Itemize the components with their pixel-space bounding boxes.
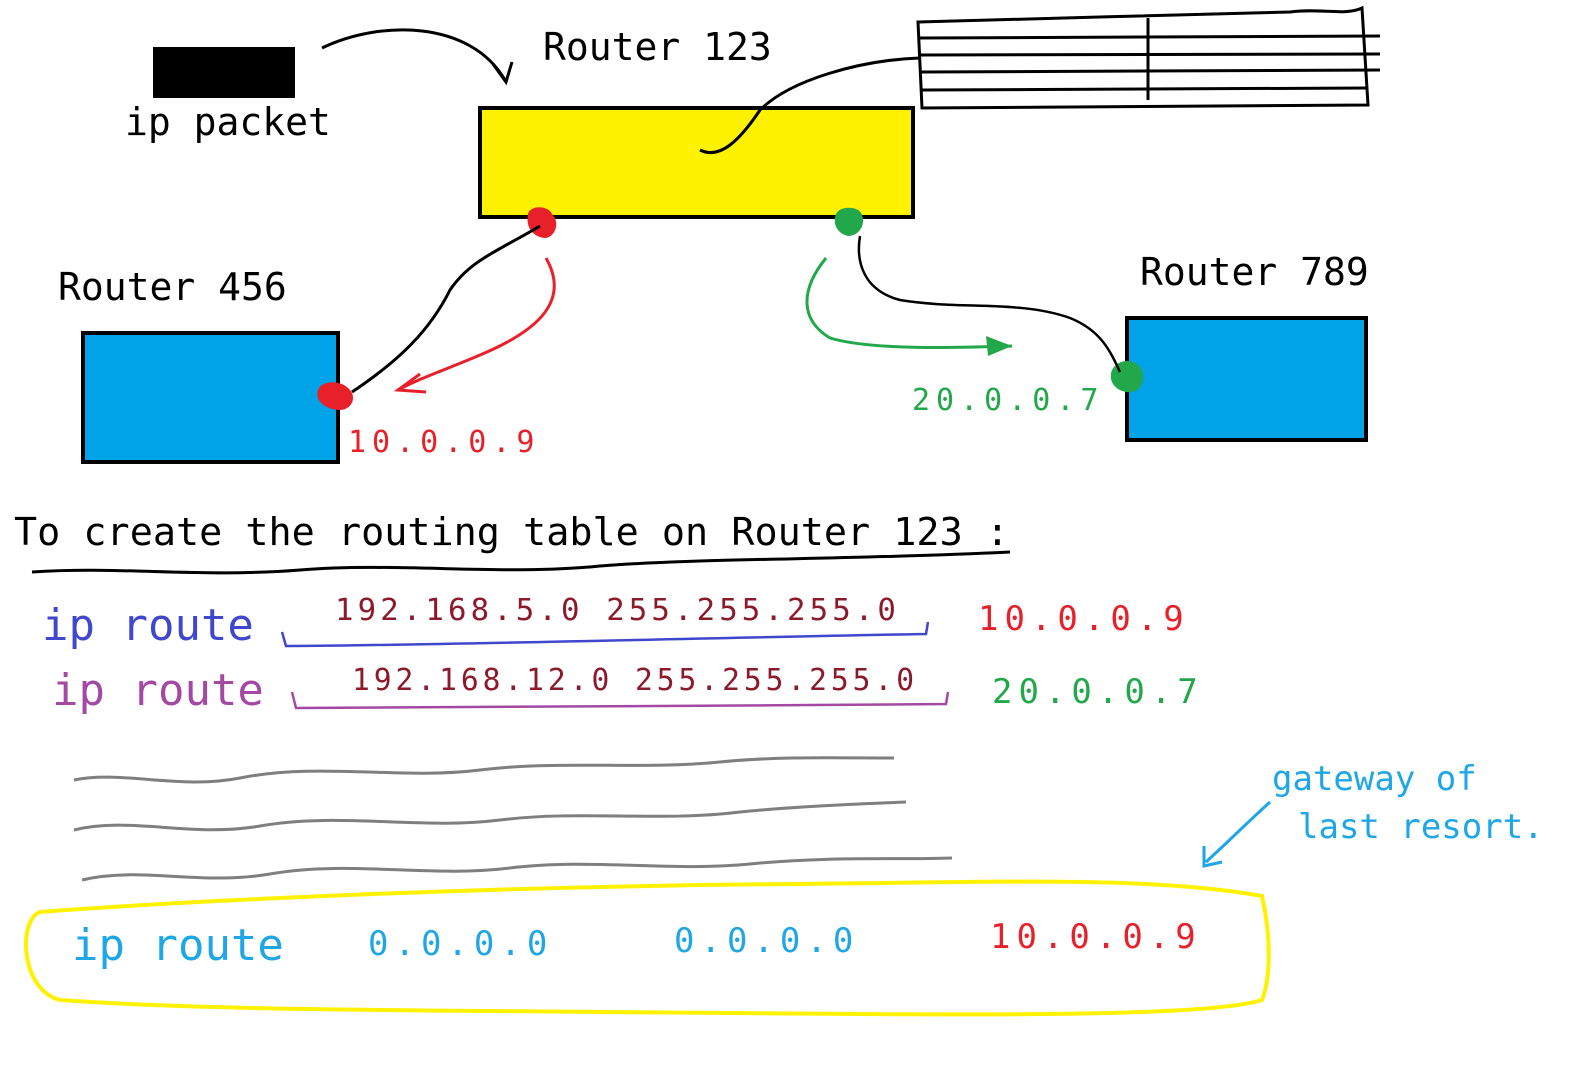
route-2-cmd: ip route bbox=[52, 665, 264, 716]
table-link-line bbox=[699, 56, 921, 155]
route-1-bracket bbox=[280, 621, 930, 648]
left-interface-ip: 10.0.0.9 bbox=[348, 425, 541, 460]
red-interface-left bbox=[317, 382, 354, 410]
route-2-bracket bbox=[290, 691, 950, 710]
green-interface-right bbox=[1110, 361, 1144, 393]
green-flow-arrow bbox=[805, 257, 1013, 350]
default-route-mask: 0.0.0.0 bbox=[674, 921, 859, 961]
packet-arrow bbox=[321, 28, 507, 81]
gateway-note-line1: gateway of bbox=[1272, 759, 1477, 799]
red-flow-arrow-head bbox=[393, 372, 427, 394]
red-flow-arrow bbox=[397, 257, 556, 392]
router-main-label: Router 123 bbox=[543, 25, 772, 69]
ip-packet-label: ip packet bbox=[125, 100, 331, 144]
default-route-network: 0.0.0.0 bbox=[368, 924, 553, 964]
route-1-gateway: 10.0.0.9 bbox=[978, 599, 1190, 639]
router-main bbox=[478, 106, 915, 219]
default-route-cmd: ip route bbox=[72, 920, 284, 971]
green-flow-arrow-head bbox=[986, 336, 1012, 356]
link-123-456 bbox=[351, 224, 541, 394]
gateway-note-line2: last resort. bbox=[1298, 807, 1544, 847]
gateway-note-arrow bbox=[1204, 800, 1272, 864]
routing-table-sketch bbox=[916, 5, 1381, 110]
router-left bbox=[81, 331, 340, 464]
default-route-outline bbox=[24, 879, 1271, 1017]
router-left-label: Router 456 bbox=[58, 265, 287, 309]
router-right bbox=[1125, 316, 1368, 442]
routing-table-heading: To create the routing table on Router 12… bbox=[14, 510, 1009, 554]
route-1-network: 192.168.5.0 255.255.255.0 bbox=[335, 593, 900, 628]
heading-underline bbox=[31, 550, 1011, 575]
green-interface-top bbox=[834, 207, 864, 236]
ip-packet bbox=[153, 47, 295, 98]
placeholder-routes bbox=[73, 756, 953, 882]
gateway-note-arrow-head bbox=[1202, 846, 1223, 868]
route-2-gateway: 20.0.0.7 bbox=[992, 672, 1204, 712]
route-1-cmd: ip route bbox=[42, 600, 254, 651]
router-right-label: Router 789 bbox=[1140, 250, 1369, 294]
default-route-gateway: 10.0.0.9 bbox=[990, 917, 1202, 957]
packet-arrow-head bbox=[491, 61, 514, 86]
right-interface-ip: 20.0.0.7 bbox=[912, 383, 1105, 418]
route-2-network: 192.168.12.0 255.255.255.0 bbox=[352, 663, 918, 698]
link-123-789 bbox=[857, 235, 1122, 373]
